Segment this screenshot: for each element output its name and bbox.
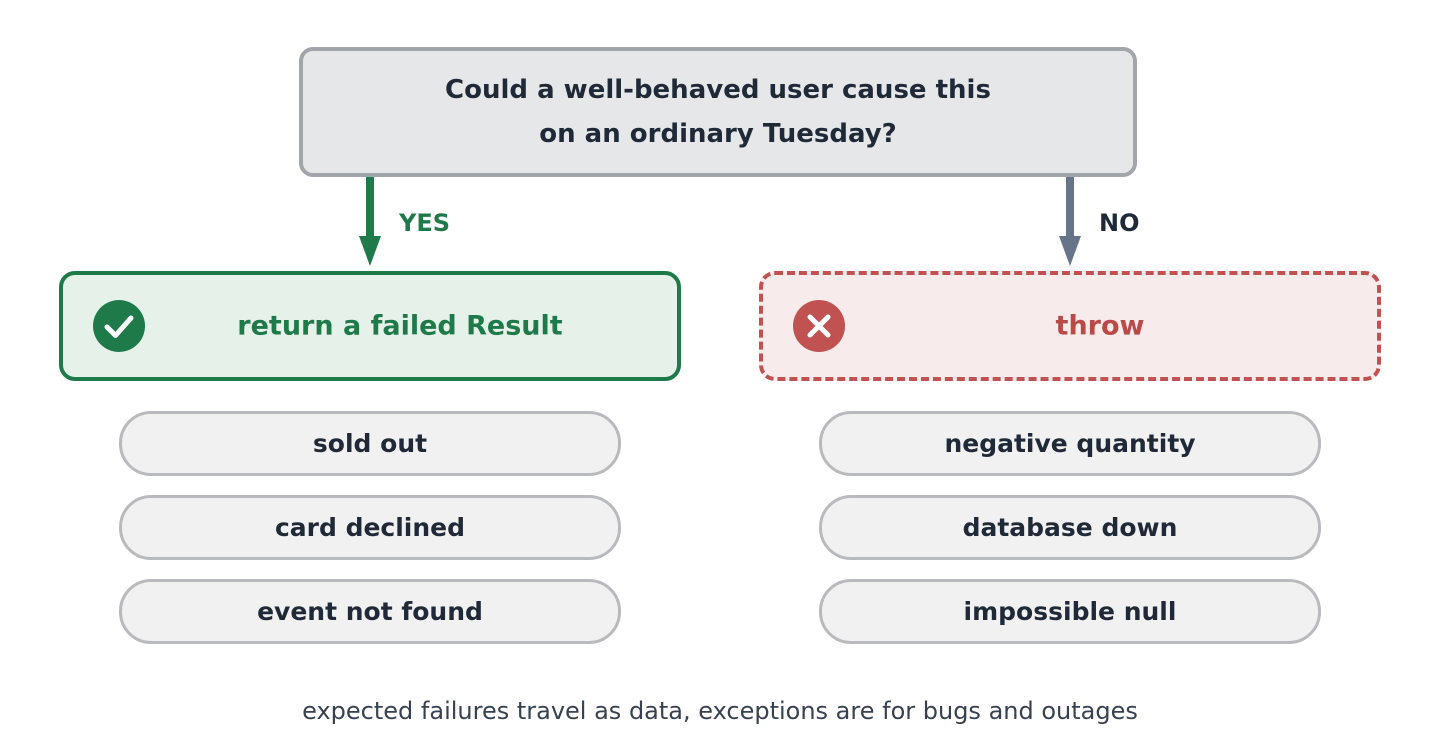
outcome-throw-label: throw — [1055, 310, 1145, 342]
no-arrow-head — [1059, 236, 1081, 266]
no-example-negative-quantity: negative quantity — [819, 411, 1321, 476]
no-example-database-down: database down — [819, 495, 1321, 560]
no-branch-label: NO — [1099, 209, 1140, 237]
outcome-return-failed-result: return a failed Result — [59, 271, 681, 381]
yes-example-card-declined: card declined — [119, 495, 621, 560]
no-example-impossible-null: impossible null — [819, 579, 1321, 644]
question-line-1: Could a well-behaved user cause this — [445, 75, 991, 105]
question-box: Could a well-behaved user cause this on … — [299, 47, 1137, 177]
outcome-result-label: return a failed Result — [237, 310, 563, 342]
check-circle-icon — [93, 300, 145, 352]
x-circle-icon — [793, 300, 845, 352]
question-line-2: on an ordinary Tuesday? — [539, 119, 897, 149]
yes-example-event-not-found: event not found — [119, 579, 621, 644]
yes-example-sold-out: sold out — [119, 411, 621, 476]
yes-branch-label: YES — [399, 209, 451, 237]
yes-arrow-head — [359, 236, 381, 266]
no-arrow-shaft — [1066, 177, 1074, 240]
yes-arrow-shaft — [366, 177, 374, 240]
diagram-caption: expected failures travel as data, except… — [302, 697, 1138, 725]
outcome-throw: throw — [759, 271, 1381, 381]
